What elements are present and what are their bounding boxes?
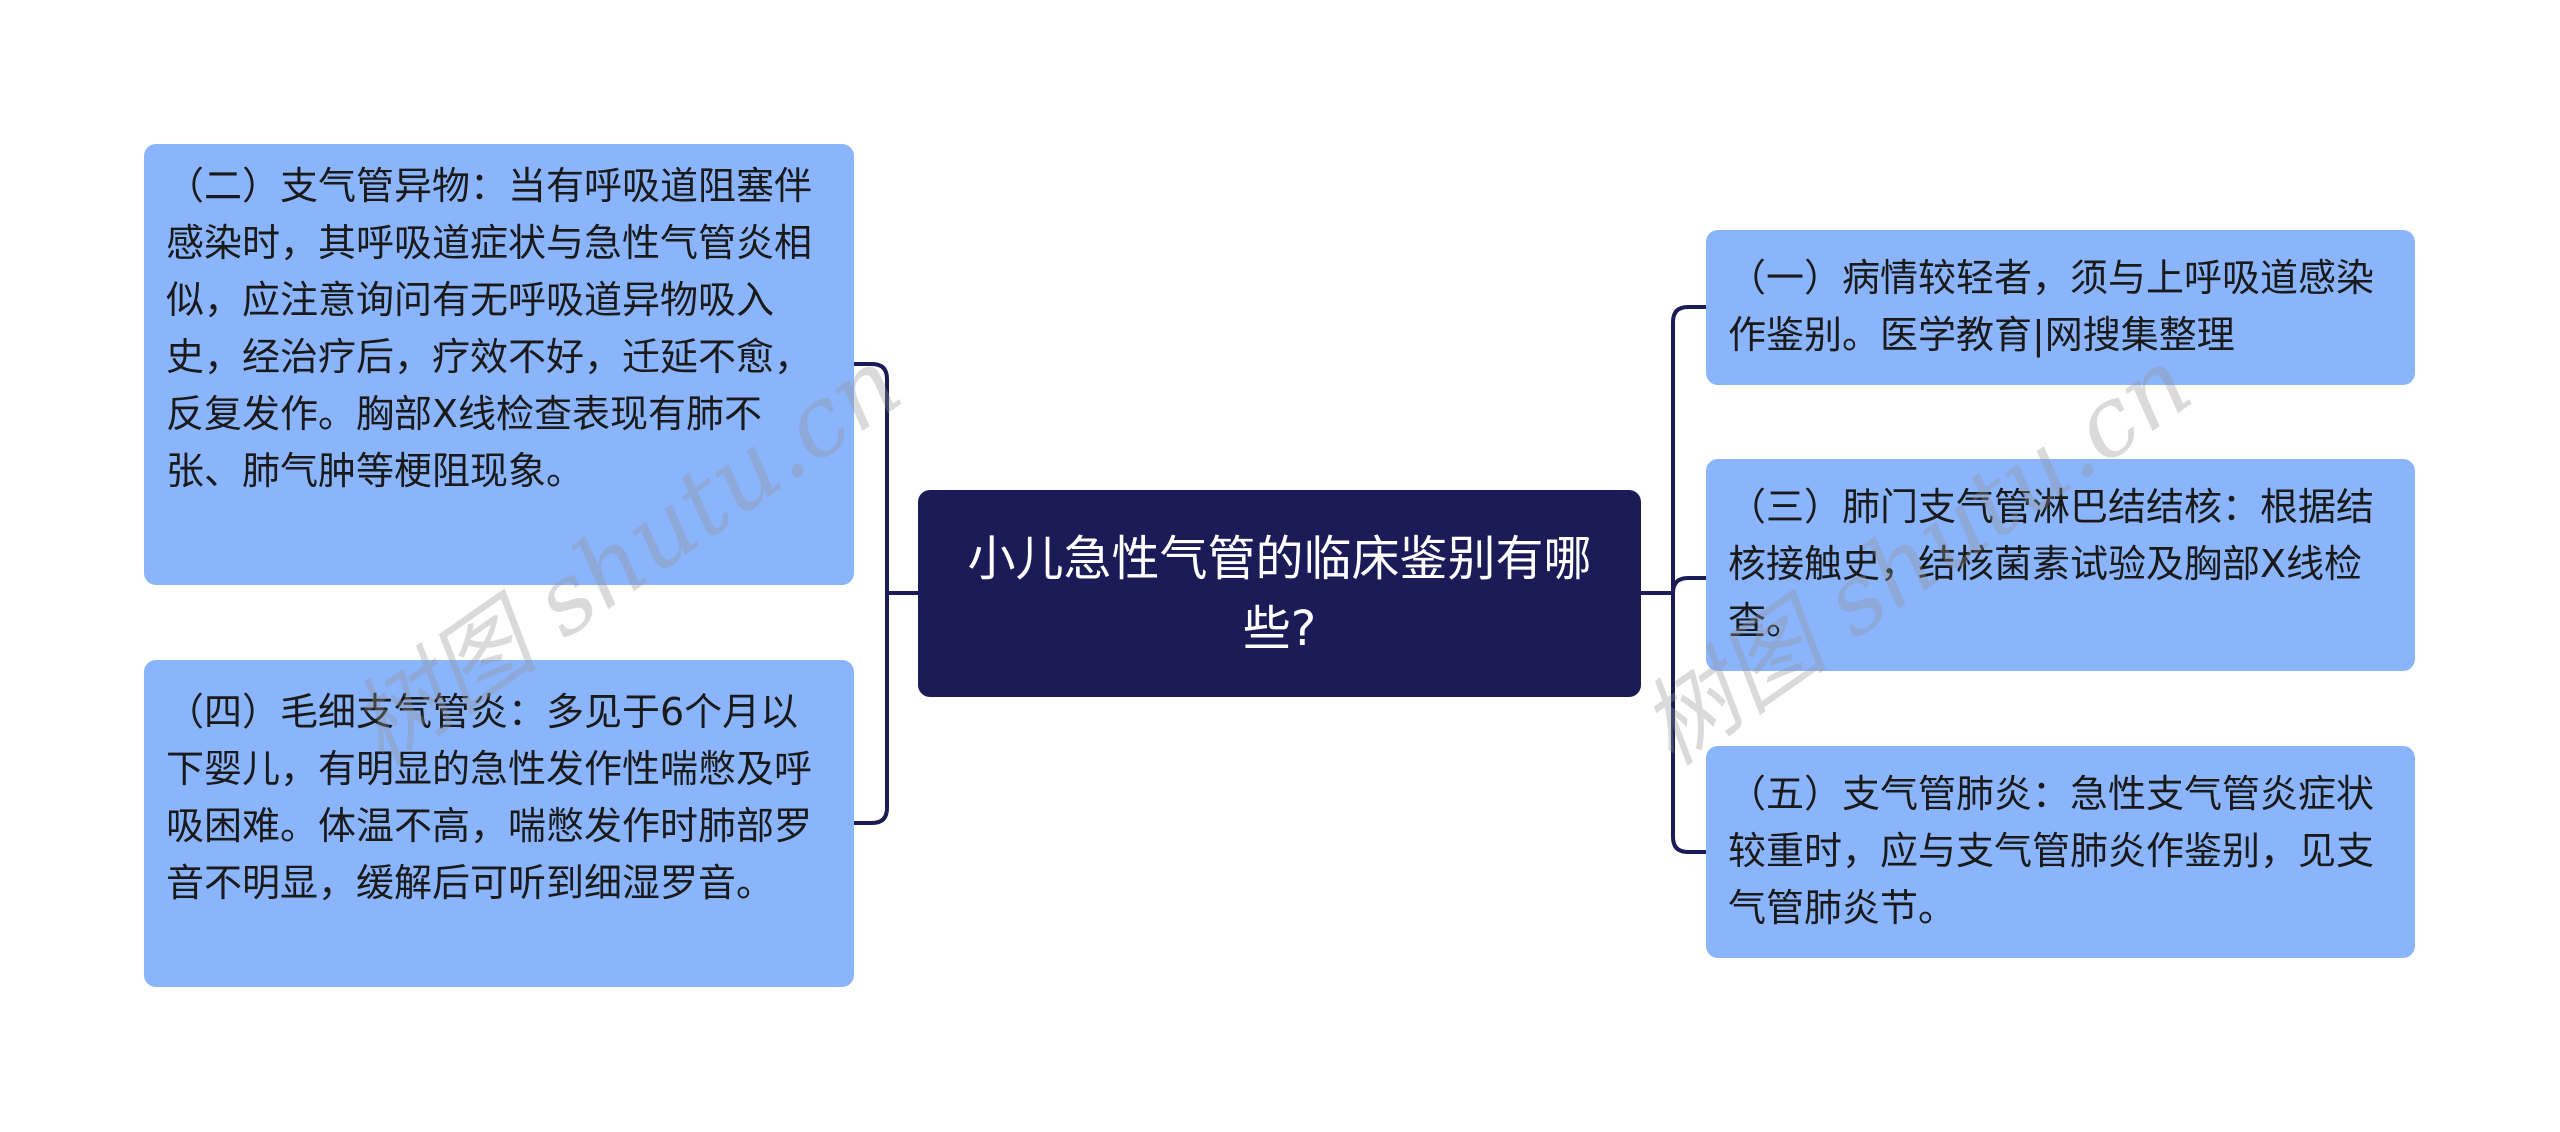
node-text: （五）支气管肺炎：急性支气管炎症状较重时，应与支气管肺炎作鉴别，见支气管肺炎节。 [1728, 772, 2375, 930]
connector-right [1641, 305, 1706, 854]
node-text: （二）支气管异物：当有呼吸道阻塞伴感染时，其呼吸道症状与急性气管炎相似，应注意询… [166, 164, 813, 493]
node-bronchopneumonia[interactable]: （五）支气管肺炎：急性支气管炎症状较重时，应与支气管肺炎作鉴别，见支气管肺炎节。 [1706, 746, 2415, 958]
node-upper-respiratory[interactable]: （一）病情较轻者，须与上呼吸道感染作鉴别。医学教育|网搜集整理 [1706, 230, 2415, 385]
node-bronchiolitis[interactable]: （四）毛细支气管炎：多见于6个月以下婴儿，有明显的急性发作性喘憋及呼吸困难。体温… [144, 660, 854, 987]
node-text: （三）肺门支气管淋巴结结核：根据结核接触史，结核菌素试验及胸部X线检查。 [1728, 485, 2375, 643]
central-topic[interactable]: 小儿急性气管的临床鉴别有哪些? [918, 490, 1641, 697]
node-text: （四）毛细支气管炎：多见于6个月以下婴儿，有明显的急性发作性喘憋及呼吸困难。体温… [166, 690, 813, 905]
central-topic-text: 小儿急性气管的临床鉴别有哪些? [967, 530, 1592, 657]
node-bronchial-foreign-body[interactable]: （二）支气管异物：当有呼吸道阻塞伴感染时，其呼吸道症状与急性气管炎相似，应注意询… [144, 144, 854, 585]
connector-left [854, 362, 918, 825]
node-hilar-tuberculosis[interactable]: （三）肺门支气管淋巴结结核：根据结核接触史，结核菌素试验及胸部X线检查。 [1706, 459, 2415, 671]
node-text: （一）病情较轻者，须与上呼吸道感染作鉴别。医学教育|网搜集整理 [1728, 256, 2375, 357]
